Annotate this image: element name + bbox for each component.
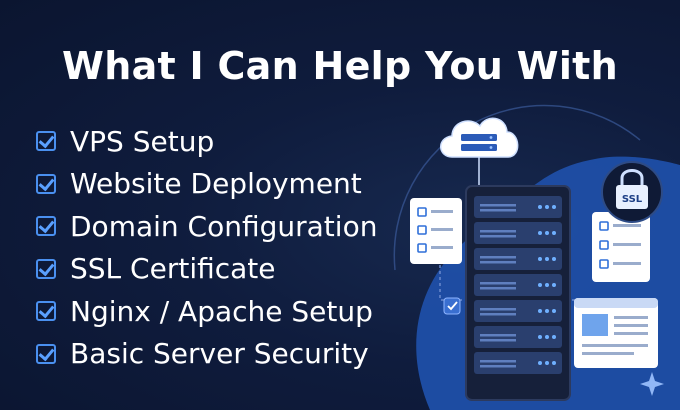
cloud-server-icon [440,117,519,185]
list-item-label: SSL Certificate [70,252,276,286]
server-rack-icon [465,185,571,401]
check-badge-icon [443,297,461,315]
list-item-label: VPS Setup [70,124,215,158]
checkbox-icon [36,216,56,237]
padlock-icon: SSL [601,161,663,223]
ssl-lock-label: SSL [622,194,643,205]
list-item: Website Deployment [36,163,377,206]
list-item-label: Nginx / Apache Setup [70,294,373,328]
list-item: VPS Setup [36,120,377,163]
page-title: What I Can Help You With [62,44,618,88]
list-item-label: Website Deployment [70,167,362,201]
list-item: Nginx / Apache Setup [36,290,377,333]
sparkle-icon [640,372,664,396]
list-item-label: Basic Server Security [70,337,369,371]
list-item: Domain Configuration [36,205,377,248]
list-item: SSL Certificate [36,248,377,291]
checklist-icon [410,198,462,264]
list-item: Basic Server Security [36,333,377,376]
checkbox-icon [36,173,56,194]
service-list: VPS Setup Website Deployment Domain Conf… [36,120,377,375]
browser-window-icon [574,298,658,368]
checkbox-icon [36,258,56,279]
checkbox-icon [36,343,56,364]
checkbox-icon [36,131,56,152]
checklist-icon [592,212,650,282]
list-item-label: Domain Configuration [70,209,378,243]
checkbox-icon [36,301,56,322]
